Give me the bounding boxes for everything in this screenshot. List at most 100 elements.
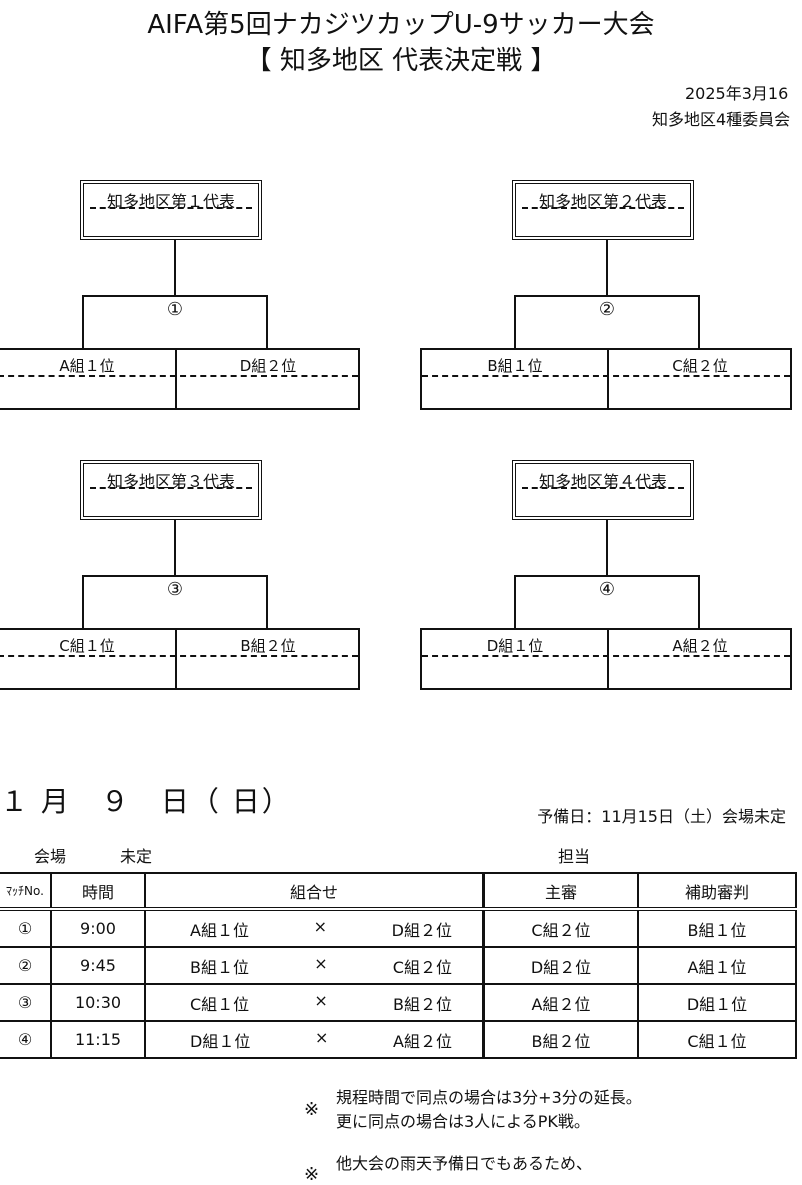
representative-label: 知多地区第２代表 <box>538 192 667 211</box>
divider <box>607 630 609 688</box>
team-slot-box: A組１位 D組２位 <box>0 348 360 410</box>
bracket-line <box>266 575 268 629</box>
organizer: 知多地区4種委員会 <box>652 110 791 129</box>
team-slot-right: D組２位 <box>239 357 297 375</box>
divider <box>175 350 177 408</box>
bracket-line <box>514 575 700 577</box>
match-no: ③ <box>0 983 52 1022</box>
bracket-line <box>266 295 268 349</box>
representative-label: 知多地区第１代表 <box>106 192 235 211</box>
vs-mark: × <box>314 1027 329 1047</box>
officials-label: 担当 <box>558 847 591 866</box>
divider <box>175 630 177 688</box>
note-line: 他大会の雨天予備日でもあるため、 <box>336 1154 593 1173</box>
divider <box>607 350 609 408</box>
match-number: ① <box>166 299 184 320</box>
referee: C組２位 <box>482 908 639 948</box>
bracket-line <box>698 575 700 629</box>
bracket-line <box>82 295 84 349</box>
match-time: 9:00 <box>50 908 146 948</box>
issue-date: 2025年3月16 <box>685 84 789 103</box>
bracket-line <box>606 520 608 576</box>
team-slot-right: A組２位 <box>672 637 728 655</box>
match-number: ④ <box>598 579 616 600</box>
match-number: ② <box>598 299 616 320</box>
team-slot-left: A組１位 <box>59 357 115 375</box>
representative-box: 知多地区第２代表 <box>512 180 694 240</box>
header-time: 時間 <box>50 872 146 911</box>
dashed-line <box>90 207 252 209</box>
representative-label: 知多地区第３代表 <box>106 472 235 491</box>
venue-label: 会場 <box>34 847 67 866</box>
team-slot-left: D組１位 <box>486 637 544 655</box>
header-assistant: 補助審判 <box>637 872 797 911</box>
page-title: AIFA第5回ナカジツカップU-9サッカー大会 <box>147 10 655 40</box>
home-team: B組１位 <box>190 957 249 977</box>
team-slot-box: C組１位 B組２位 <box>0 628 360 690</box>
bracket-line <box>514 295 700 297</box>
team-slot-left: B組１位 <box>487 357 543 375</box>
assistant: D組１位 <box>637 983 797 1022</box>
away-team: C組２位 <box>392 957 452 977</box>
match-no: ④ <box>0 1020 52 1059</box>
header-referee: 主審 <box>482 872 639 911</box>
dashed-line <box>90 487 252 489</box>
bracket-line <box>174 520 176 576</box>
schedule-table: ﾏｯﾁNo. 時間 組合せ 主審 補助審判 ① 9:00 A組１位 × D組２位… <box>0 872 797 1059</box>
assistant: C組１位 <box>637 1020 797 1059</box>
vs-mark: × <box>314 953 328 973</box>
match-combo: D組１位 × A組２位 <box>144 1020 485 1059</box>
bracket-line <box>698 295 700 349</box>
note-mark: ※ <box>304 1099 320 1120</box>
dashed-line <box>0 375 358 377</box>
table-row: ② 9:45 B組１位 × C組２位 D組２位 A組１位 <box>0 946 797 985</box>
header-combo: 組合せ <box>144 872 485 911</box>
away-team: A組２位 <box>393 1031 452 1051</box>
match-combo: A組１位 × D組２位 <box>144 908 485 948</box>
home-team: C組１位 <box>190 994 250 1014</box>
match-combo: C組１位 × B組２位 <box>144 983 485 1022</box>
representative-box: 知多地区第３代表 <box>80 460 262 520</box>
bracket-line <box>82 575 268 577</box>
dashed-line <box>422 655 790 657</box>
table-row: ① 9:00 A組１位 × D組２位 C組２位 B組１位 <box>0 908 797 948</box>
match-time: 9:45 <box>50 946 146 985</box>
bracket-line <box>82 575 84 629</box>
table-row: ③ 10:30 C組１位 × B組２位 A組２位 D組１位 <box>0 983 797 1022</box>
referee: A組２位 <box>482 983 639 1022</box>
venue-value: 未定 <box>120 847 153 866</box>
away-team: D組２位 <box>391 920 452 940</box>
assistant: B組１位 <box>637 908 797 948</box>
bracket-line <box>514 295 516 349</box>
representative-box: 知多地区第１代表 <box>80 180 262 240</box>
dashed-line <box>422 375 790 377</box>
dashed-line <box>522 487 684 489</box>
table-row: ④ 11:15 D組１位 × A組２位 B組２位 C組１位 <box>0 1020 797 1059</box>
dashed-line <box>522 207 684 209</box>
bracket-line <box>514 575 516 629</box>
reserve-day: 予備日：11月15日（土）会場未定 <box>537 807 786 826</box>
team-slot-box: B組１位 C組２位 <box>420 348 792 410</box>
bracket-line <box>606 240 608 296</box>
match-no: ② <box>0 946 52 985</box>
assistant: A組１位 <box>637 946 797 985</box>
note-line: 規程時間で同点の場合は3分+3分の延長。 <box>336 1088 642 1107</box>
dashed-line <box>0 655 358 657</box>
page-subtitle: 【 知多地区 代表決定戦 】 <box>245 46 557 76</box>
match-number: ③ <box>166 579 184 600</box>
match-time: 11:15 <box>50 1020 146 1059</box>
header-match-no: ﾏｯﾁNo. <box>0 872 52 911</box>
match-date: １ 月 ９ 日（ 日） <box>0 785 292 818</box>
home-team: A組１位 <box>190 920 249 940</box>
representative-box: 知多地区第４代表 <box>512 460 694 520</box>
away-team: B組２位 <box>393 994 452 1014</box>
team-slot-left: C組１位 <box>59 637 115 655</box>
team-slot-box: D組１位 A組２位 <box>420 628 792 690</box>
vs-mark: × <box>314 990 328 1010</box>
bracket-line <box>82 295 268 297</box>
note-line: 更に同点の場合は3人によるPK戦。 <box>336 1112 590 1131</box>
bracket-line <box>174 240 176 296</box>
representative-label: 知多地区第４代表 <box>538 472 667 491</box>
team-slot-right: C組２位 <box>672 357 728 375</box>
team-slot-right: B組２位 <box>240 637 296 655</box>
